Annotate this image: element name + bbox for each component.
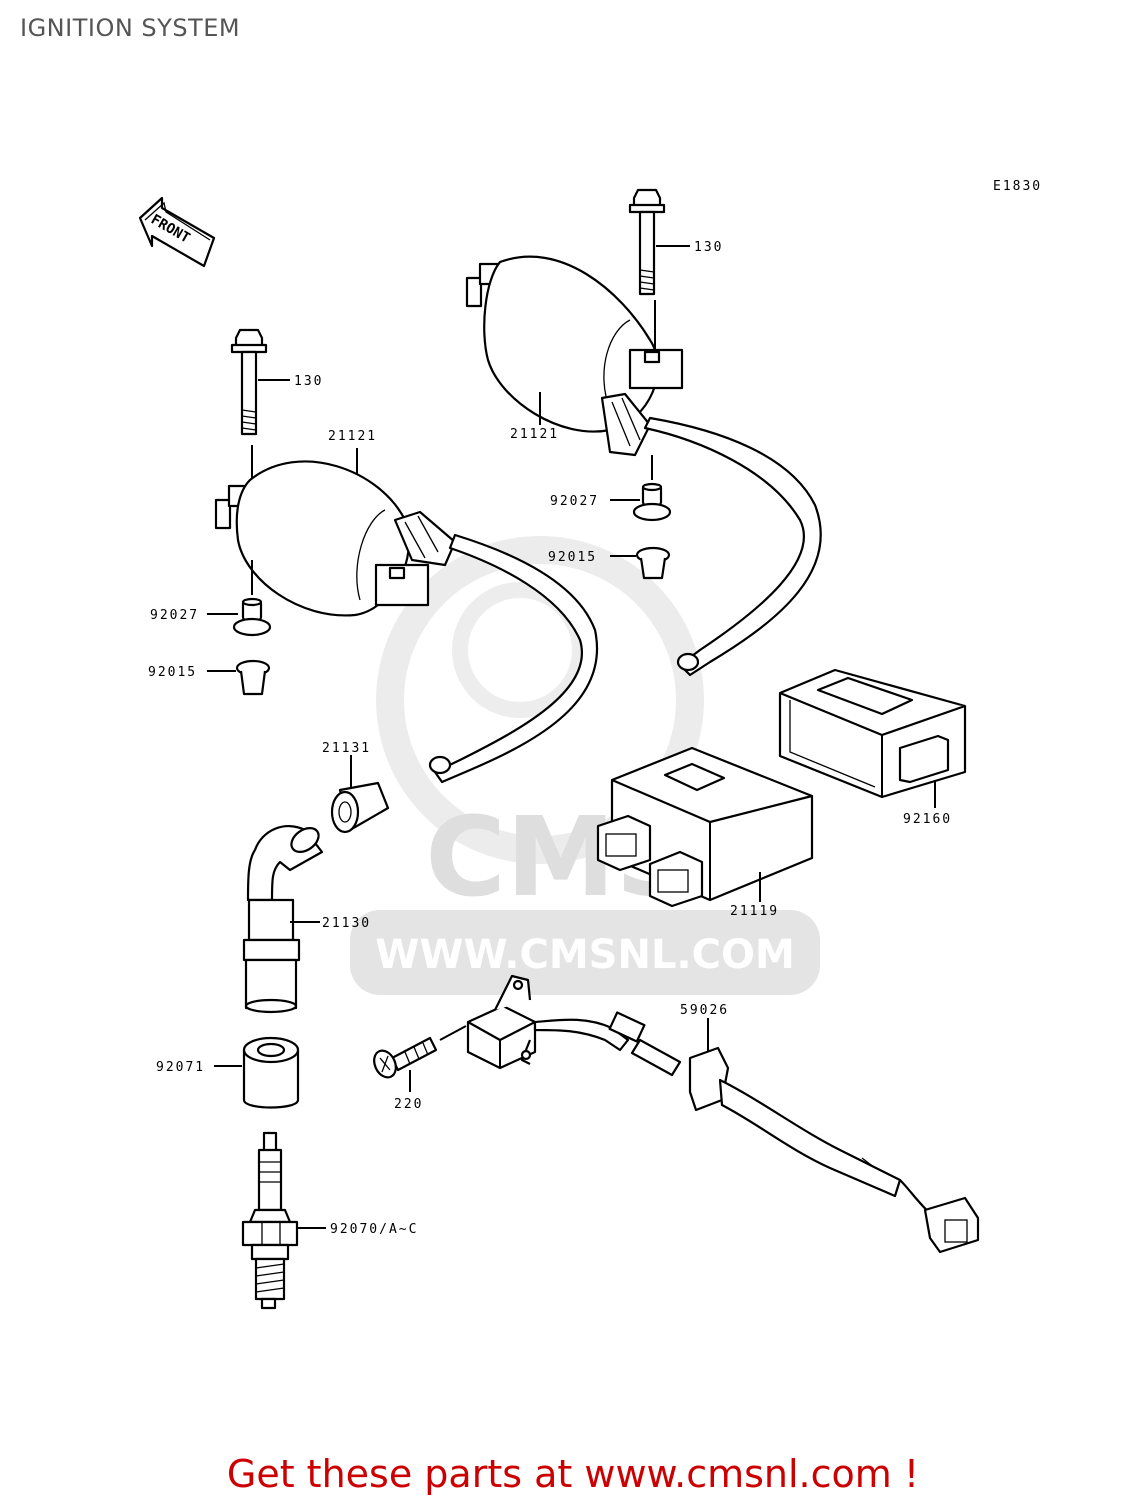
collar-left — [232, 597, 272, 637]
label-screw: 220 — [394, 1097, 423, 1112]
label-collar-left: 92027 — [150, 608, 199, 623]
screw — [373, 1036, 438, 1079]
label-plug: 92070/A~C — [330, 1222, 418, 1237]
ignition-coil-right — [465, 255, 822, 677]
label-igniter: 21119 — [730, 904, 779, 919]
bolt-left — [230, 328, 268, 436]
grommet-left — [235, 659, 271, 696]
label-bolt-right: 130 — [694, 240, 723, 255]
front-arrow-icon: FRONT — [138, 196, 216, 268]
label-cover: 92160 — [903, 812, 952, 827]
page-title: IGNITION SYSTEM — [20, 14, 241, 42]
seal — [242, 1036, 300, 1109]
pickup-coil — [466, 974, 980, 1254]
watermark-url-text: WWW.CMSNL.COM — [375, 932, 795, 978]
igniter-cover — [778, 668, 967, 799]
label-grommet-left: 92015 — [148, 665, 197, 680]
plug-cap — [242, 825, 324, 1014]
collar-right — [632, 482, 672, 522]
label-pickup: 59026 — [680, 1003, 729, 1018]
label-cap: 21130 — [322, 916, 371, 931]
footer-link[interactable]: Get these parts at www.cmsnl.com ! — [226, 1452, 920, 1496]
grommet-right — [635, 546, 671, 580]
label-seal: 92071 — [156, 1060, 205, 1075]
label-connector: 21131 — [322, 741, 371, 756]
diagram-code: E1830 — [993, 179, 1042, 194]
label-collar-right: 92027 — [550, 494, 599, 509]
bolt-right — [628, 188, 666, 296]
plug-connector — [330, 781, 390, 834]
spark-plug — [241, 1131, 299, 1310]
label-bolt-left: 130 — [294, 374, 323, 389]
igniter-unit — [596, 746, 814, 908]
label-coil-left: 21121 — [328, 429, 377, 444]
ignition-coil-left — [214, 460, 598, 784]
label-grommet-right: 92015 — [548, 550, 597, 565]
label-coil-right: 21121 — [510, 427, 559, 442]
